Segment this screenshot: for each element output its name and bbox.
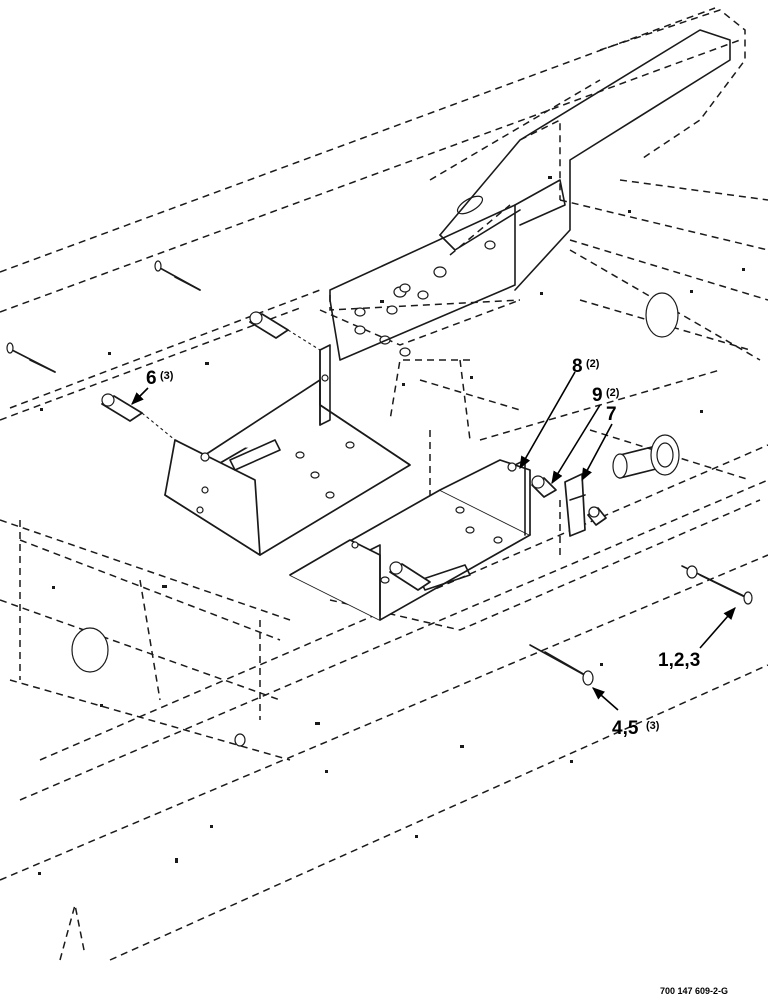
callout-leaders xyxy=(131,371,736,711)
callout-1-2-3: 1,2,3 xyxy=(658,650,700,671)
callout-9-qty: (2) xyxy=(606,387,620,399)
spacer-left xyxy=(101,393,143,422)
callout-6-qty: (3) xyxy=(160,370,174,382)
upper-frame-bracket xyxy=(329,29,731,361)
right-battery-tray xyxy=(289,459,531,621)
callout-8-number: 8 xyxy=(572,356,583,377)
round-boss xyxy=(612,434,680,479)
callout-7-number: 7 xyxy=(606,404,617,425)
callout-6-number: 6 xyxy=(146,368,157,389)
callout-4-5: 4,5 (3) xyxy=(612,718,660,739)
callout-9-number: 9 xyxy=(592,385,603,406)
callout-7: 7 xyxy=(606,404,617,425)
callout-9: 9 (2) xyxy=(592,385,620,406)
callout-1-2-3-number: 1,2,3 xyxy=(658,650,700,671)
callout-6: 6 (3) xyxy=(146,368,174,389)
drawing-code: 700 147 609-2-G xyxy=(660,986,728,996)
left-battery-tray xyxy=(164,344,411,556)
bolts xyxy=(6,260,753,686)
callout-8: 8 (2) xyxy=(572,356,600,377)
callout-4-5-qty: (3) xyxy=(646,720,660,732)
spacers xyxy=(101,311,431,591)
spacer-upper xyxy=(249,311,289,339)
main-frame xyxy=(0,7,768,961)
callout-8-qty: (2) xyxy=(586,358,600,370)
spacer-9 xyxy=(531,475,607,526)
clamp-7 xyxy=(564,473,586,537)
callout-4-5-number: 4,5 xyxy=(612,718,639,739)
spacer-right xyxy=(389,561,431,591)
